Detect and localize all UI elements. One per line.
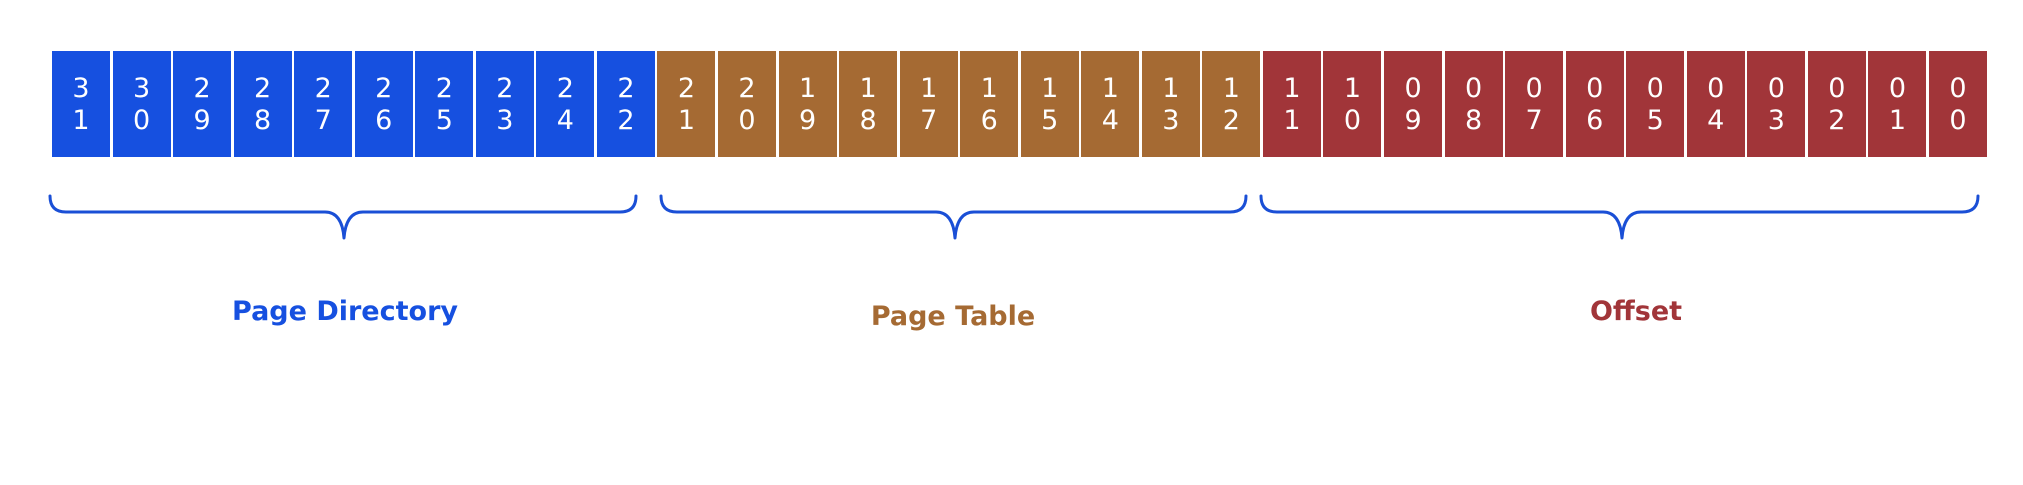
page-table-label: Page Table (870, 301, 1036, 332)
page-directory-label: Page Directory (232, 296, 458, 327)
page-directory-brace (48, 194, 638, 240)
offset-brace (1259, 194, 1980, 240)
page-table-brace (659, 194, 1248, 240)
offset-label: Offset (1589, 296, 1683, 327)
